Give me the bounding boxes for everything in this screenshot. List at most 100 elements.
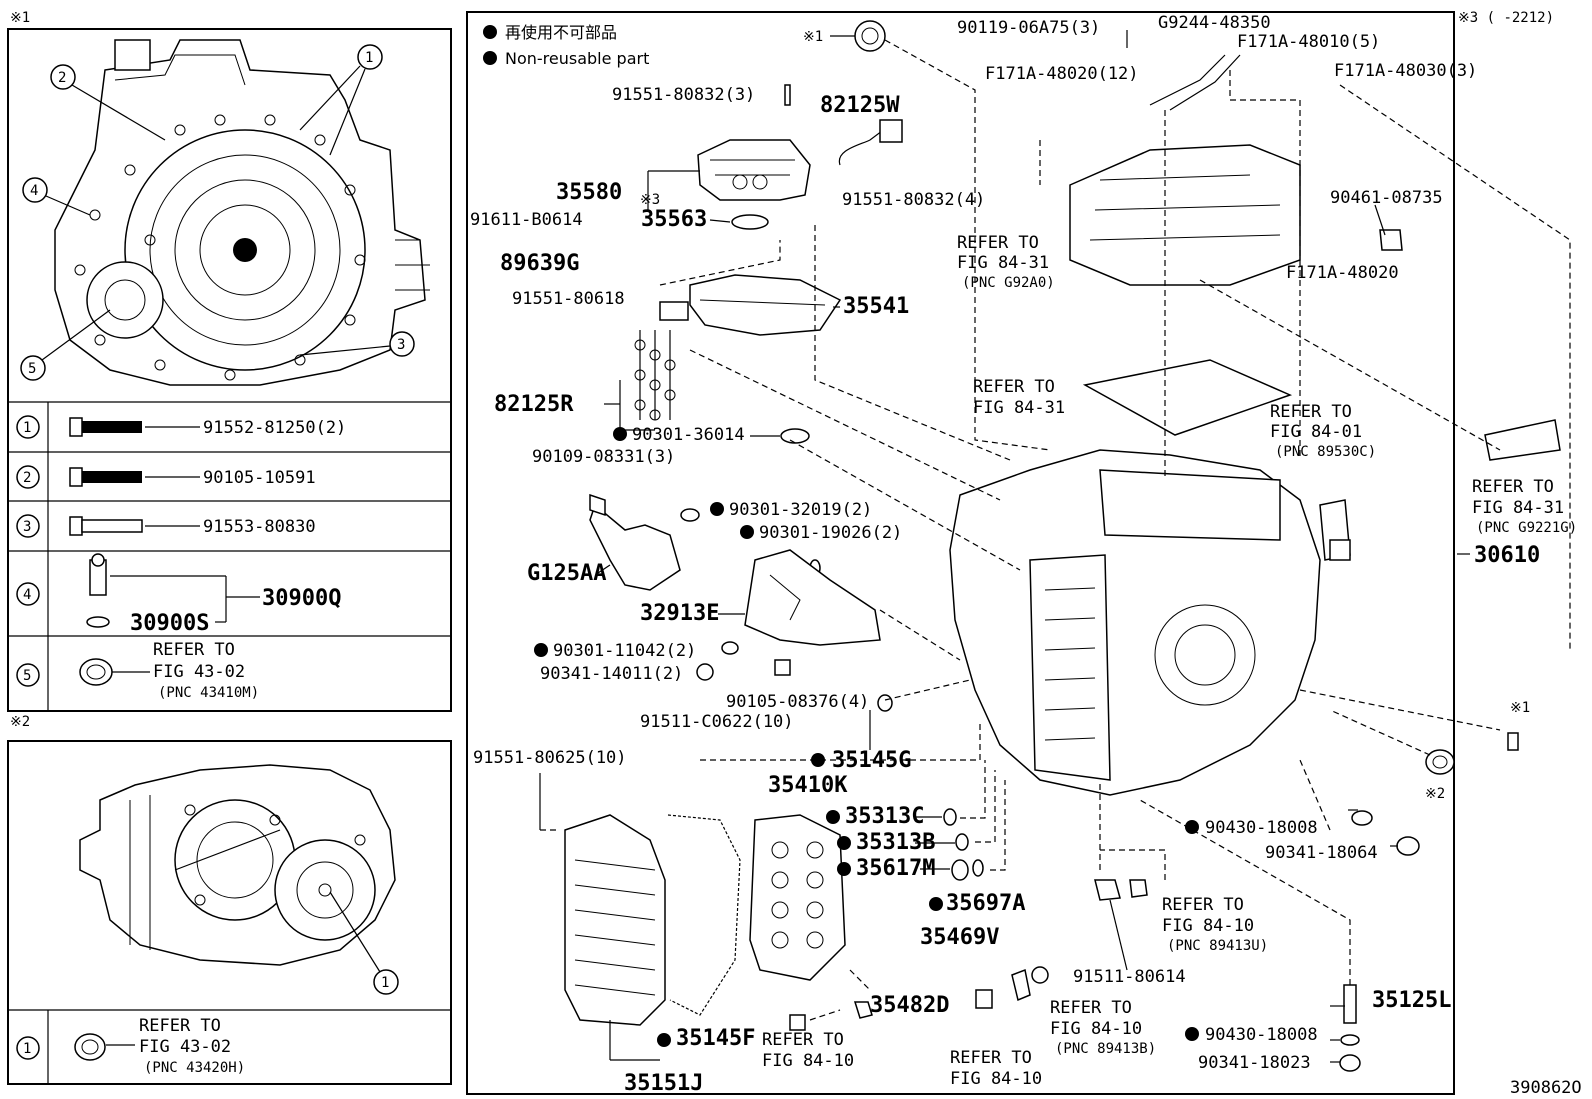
refer-r2-line-1[interactable]: REFER TO [973,377,1055,397]
refer-43410M-line-2[interactable]: FIG 43-02 [153,662,245,682]
part-90105-08376[interactable]: 90105-08376(4) [726,692,869,712]
right-small-parts [1329,539,1519,1072]
refer-blocks: REFER TO FIG 84-31 (PNC G92A0) REFER TO … [762,233,1577,1089]
inset-1-mark: ※1 [10,10,30,26]
part-90301-36014[interactable]: 90301-36014 [632,425,745,445]
part-35482D[interactable]: 35482D [870,993,949,1018]
part-90461-08735[interactable]: 90461-08735 [1330,188,1443,208]
bracket-drawing [696,549,881,681]
part-90341-14011[interactable]: 90341-14011(2) [540,664,683,684]
refer-r2-line-2[interactable]: FIG 84-31 [973,398,1065,418]
refer-r4-line-1[interactable]: REFER TO [1472,477,1554,497]
dashed-leaders [540,39,1571,1021]
part-91551-80832-4[interactable]: 91551-80832(4) [842,190,985,210]
part-30900Q[interactable]: 30900Q [262,586,341,611]
svg-text:4: 4 [30,183,38,199]
part-35313B[interactable]: 35313B [856,830,935,855]
part-90341-18064[interactable]: 90341-18064 [1265,843,1378,863]
svg-text:5: 5 [28,361,36,377]
refer-r5-line-2[interactable]: FIG 84-10 [1162,916,1254,936]
oil-strainer-drawing [689,274,842,336]
inset-2-frame [7,740,452,1085]
part-90105-10591[interactable]: 90105-10591 [203,468,316,488]
transaxle-rear-drawing [79,764,396,966]
refer-43410M-line-1[interactable]: REFER TO [153,640,235,660]
refer-r8-line-2[interactable]: FIG 84-10 [950,1069,1042,1089]
refer-r3-line-2[interactable]: FIG 84-01 [1270,422,1362,442]
part-82125R[interactable]: 82125R [494,392,574,417]
part-90109-08331[interactable]: 90109-08331(3) [532,447,675,467]
part-90430-18008-a[interactable]: 90430-18008 [1205,818,1318,838]
refer-r6-line-2[interactable]: FIG 84-10 [1050,1019,1142,1039]
inset-1-row-4: 4 30900Q 30900S [16,553,341,636]
refer-r6-line-1[interactable]: REFER TO [1050,998,1132,1018]
part-91611-B0614[interactable]: 91611-B0614 [470,210,583,230]
part-35125L[interactable]: 35125L [1372,988,1451,1013]
refer-r1-line-2[interactable]: FIG 84-31 [957,253,1049,273]
part-35151J[interactable]: 35151J [624,1071,703,1096]
wire-harness-drawing [838,119,903,166]
part-F171A-48020-12[interactable]: F171A-48020(12) [985,64,1139,84]
part-F171A-48030[interactable]: F171A-48030(3) [1334,61,1477,81]
part-82125W[interactable]: 82125W [820,93,900,118]
part-90341-18023[interactable]: 90341-18023 [1198,1053,1311,1073]
part-35617M[interactable]: 35617M [856,856,935,881]
sensors-bottom [789,879,1148,1031]
svg-text:3: 3 [397,337,405,353]
part-35697A[interactable]: 35697A [946,891,1025,916]
part-91551-80618[interactable]: 91551-80618 [512,289,625,309]
refer-43410M-line-3: (PNC 43410M) [158,685,259,701]
part-32913E[interactable]: 32913E [640,601,719,626]
refer-r7-line-1[interactable]: REFER TO [762,1030,844,1050]
part-35541[interactable]: 35541 [843,294,909,319]
part-35145F[interactable]: 35145F [676,1026,755,1051]
part-91511-C0622[interactable]: 91511-C0622(10) [640,712,794,732]
part-35469V[interactable]: 35469V [920,925,999,950]
part-G125AA[interactable]: G125AA [527,561,606,586]
refer-r5-line-1[interactable]: REFER TO [1162,895,1244,915]
part-35145G[interactable]: 35145G [832,748,911,773]
part-90301-32019[interactable]: 90301-32019(2) [729,500,872,520]
inset-1-frame [7,28,452,712]
part-90430-18008-b[interactable]: 90430-18008 [1205,1025,1318,1045]
part-35580[interactable]: 35580 [556,180,622,205]
part-90301-19026[interactable]: 90301-19026(2) [759,523,902,543]
main-frame [466,11,1455,1095]
part-90119-06A75[interactable]: 90119-06A75(3) [957,18,1100,38]
transaxle-case-drawing [54,39,430,386]
part-F171A-48020[interactable]: F171A-48020 [1286,263,1399,283]
refer-r3-line-1[interactable]: REFER TO [1270,402,1352,422]
part-91511-80614[interactable]: 91511-80614 [1073,967,1186,987]
svg-text:3: 3 [23,519,31,535]
svg-text:※2: ※2 [1425,786,1445,802]
part-90301-11042[interactable]: 90301-11042(2) [553,641,696,661]
part-91553-80830[interactable]: 91553-80830 [203,517,316,537]
refer-r8-line-1[interactable]: REFER TO [950,1048,1032,1068]
part-89639G[interactable]: 89639G [500,251,579,276]
part-35313C[interactable]: 35313C [845,804,924,829]
refer-43420H-line-1[interactable]: REFER TO [139,1016,221,1036]
refer-r7-line-2[interactable]: FIG 84-10 [762,1051,854,1071]
part-91552-81250[interactable]: 91552-81250(2) [203,418,346,438]
refer-r1-line-3: (PNC G92A0) [962,275,1055,291]
part-35563[interactable]: 35563 [641,207,707,232]
part-G9244-48350[interactable]: G9244-48350 [1158,13,1271,33]
valve-body-drawing [749,814,846,981]
part-91551-80625[interactable]: 91551-80625(10) [473,748,627,768]
legend: 再使用不可部品 Non-reusable part [483,23,649,68]
refer-r4-line-3: (PNC G9221G) [1476,520,1577,536]
refer-r1-line-1[interactable]: REFER TO [957,233,1039,253]
refer-43420H-line-3: (PNC 43420H) [144,1060,245,1076]
part-30610[interactable]: 30610 [1474,543,1540,568]
part-91551-80832-3[interactable]: 91551-80832(3) [612,85,755,105]
part-30900S[interactable]: 30900S [130,611,209,636]
svg-text:4: 4 [23,587,31,603]
refer-43420H-line-2[interactable]: FIG 43-02 [139,1037,231,1057]
g9221g-drawing [1484,419,1561,461]
inset-1-callouts: 1 2 3 4 5 [20,44,415,381]
part-F171A-48010[interactable]: F171A-48010(5) [1237,32,1380,52]
part-35410K[interactable]: 35410K [768,773,848,798]
refer-r4-line-2[interactable]: FIG 84-31 [1472,498,1564,518]
oil-pan-drawing [564,814,741,1026]
